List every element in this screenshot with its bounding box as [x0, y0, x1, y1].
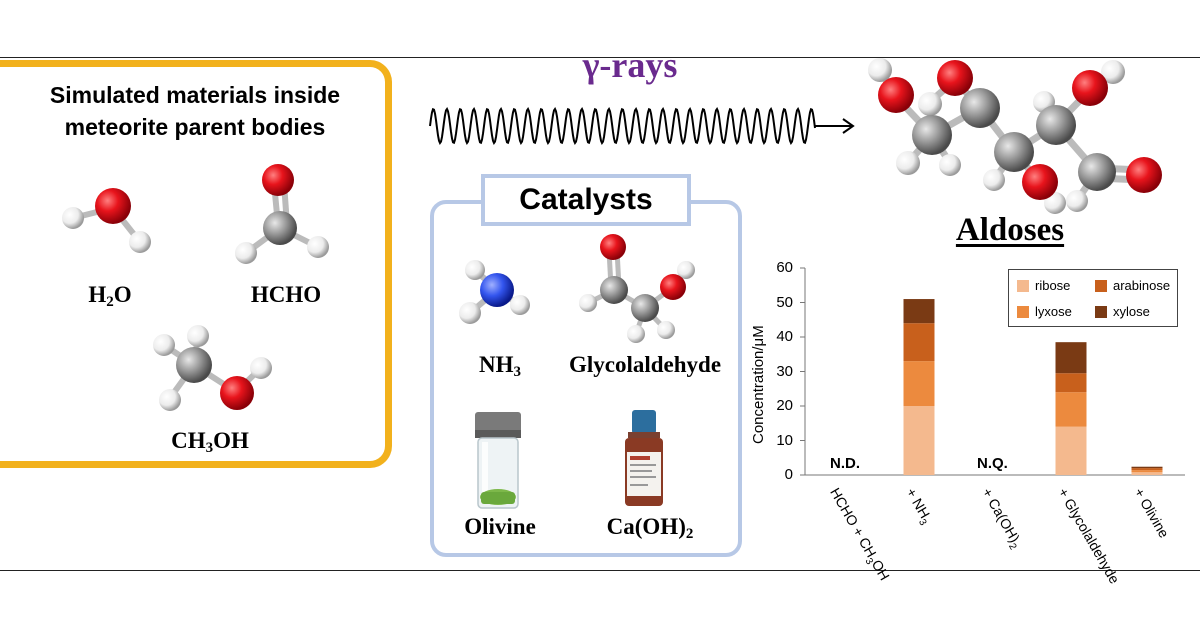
- methanol-molecule: [153, 325, 272, 411]
- bottom-rule: [0, 570, 1200, 571]
- y-tick-label: 30: [776, 362, 793, 380]
- ammonia-label: NH3: [479, 352, 521, 380]
- bar-lyxose: [903, 361, 935, 406]
- bar-lyxose: [1055, 392, 1087, 427]
- bar-ribose: [1131, 472, 1163, 475]
- olivine-vial: [475, 412, 521, 509]
- ammonia-molecule: [459, 260, 530, 324]
- bar-arabinose: [903, 323, 935, 362]
- y-tick-label: 0: [784, 466, 793, 483]
- chart-legend: ribose arabinose lyxose xylose: [1008, 269, 1178, 327]
- molecules-left: [62, 164, 329, 411]
- legend-label-xylose: xylose: [1113, 304, 1150, 319]
- calcium-hydroxide-label: Ca(OH)2: [606, 514, 694, 542]
- aldose-molecule: [868, 58, 1162, 214]
- legend-item-xylose: xylose: [1095, 304, 1150, 319]
- legend-swatch-lyxose: [1017, 305, 1029, 318]
- y-tick-label: 20: [776, 397, 793, 414]
- y-tick-label: 10: [776, 431, 793, 449]
- legend-item-lyxose: lyxose: [1017, 304, 1072, 319]
- y-tick-label: 40: [776, 328, 793, 345]
- glycolaldehyde-molecule: [579, 234, 695, 343]
- formaldehyde-molecule: [235, 164, 329, 264]
- water-label: H2O: [88, 282, 132, 310]
- legend-label-ribose: ribose: [1035, 278, 1071, 293]
- legend-label-lyxose: lyxose: [1035, 304, 1072, 319]
- legend-swatch-arabinose: [1095, 279, 1107, 292]
- legend-label-arabinose: arabinose: [1113, 278, 1171, 293]
- gamma-rays-label: γ-rays: [582, 45, 678, 85]
- materials-title-line2: meteorite parent bodies: [64, 114, 326, 140]
- materials-title-line1: Simulated materials inside: [49, 82, 341, 108]
- nd-annotation: N.D.: [830, 455, 860, 472]
- y-tick-label: 60: [776, 259, 793, 276]
- bar-xylose: [903, 299, 935, 324]
- top-rule: [0, 57, 1200, 58]
- catalysts-title: Catalysts: [481, 174, 691, 226]
- legend-swatch-ribose: [1017, 279, 1029, 292]
- legend-item-arabinose: arabinose: [1095, 278, 1170, 293]
- olivine-label: Olivine: [464, 514, 536, 539]
- bar-arabinose: [1055, 373, 1087, 393]
- gamma-wave-arrow: [429, 107, 855, 145]
- calcium-hydroxide-bottle: [625, 410, 663, 506]
- aldoses-title: Aldoses: [955, 212, 1065, 248]
- nq-annotation: N.Q.: [977, 455, 1008, 472]
- materials-title: Simulated materials inside meteorite par…: [0, 79, 390, 143]
- legend-item-ribose: ribose: [1017, 278, 1070, 293]
- bar-arabinose: [1131, 468, 1163, 471]
- materials-panel: [0, 60, 392, 468]
- bar-lyxose: [1131, 470, 1163, 473]
- water-molecule: [62, 188, 151, 253]
- legend-swatch-xylose: [1095, 305, 1107, 318]
- glycolaldehyde-label: Glycolaldehyde: [568, 352, 722, 377]
- bar-xylose: [1055, 342, 1087, 374]
- formaldehyde-label: HCHO: [250, 282, 322, 307]
- bar-ribose: [903, 406, 935, 475]
- y-tick-label: 50: [776, 293, 793, 311]
- bar-xylose: [1131, 466, 1163, 469]
- bar-ribose: [1055, 426, 1087, 475]
- methanol-label: CH3OH: [171, 428, 249, 456]
